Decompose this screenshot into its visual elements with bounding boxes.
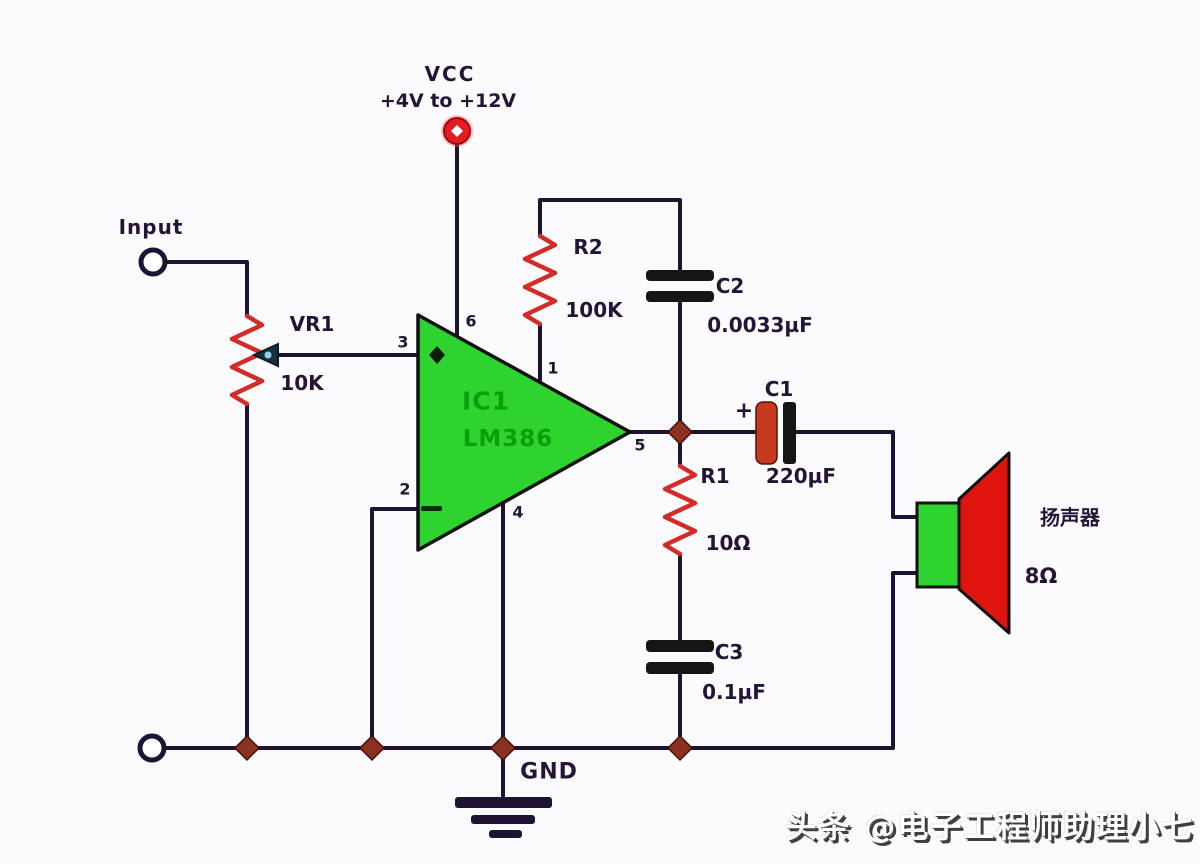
c3-bottom-plate <box>646 662 714 674</box>
pin4-label: 4 <box>512 502 524 522</box>
ground-bar-3 <box>489 830 522 838</box>
wire-pin2-to-ground-rail <box>370 507 420 750</box>
vr1-value-label: 10K <box>280 371 324 395</box>
wire-c1-to-speaker <box>794 430 919 519</box>
vcc-terminal-center <box>451 125 463 137</box>
pin3-label: 3 <box>397 332 409 352</box>
c3-value-label: 0.1µF <box>702 680 766 704</box>
ic-part-label: LM386 <box>462 426 554 452</box>
c2-bottom-plate <box>646 291 714 302</box>
vr1-resistor-zigzag <box>229 313 265 407</box>
speaker-cone <box>957 451 1011 635</box>
inverting-minus-marker-icon <box>421 506 442 511</box>
speaker-name-label: 扬声器 <box>1040 505 1100 530</box>
input-return-terminal-icon <box>137 733 167 763</box>
speaker-icon <box>915 451 1011 635</box>
gnd-label: GND <box>520 759 578 785</box>
c1-ref-label: C1 <box>764 377 794 401</box>
r1-ref-label: R1 <box>700 464 730 488</box>
watermark-text: 头条 @电子工程师助理小七 <box>785 809 1195 846</box>
c3-ref-label: C3 <box>714 640 744 664</box>
ic-body <box>416 313 632 552</box>
r2-resistor-zigzag <box>522 233 558 327</box>
c1-negative-plate <box>783 402 796 464</box>
ic-ref-label: IC1 <box>461 386 511 416</box>
wiper-arrow-dot <box>264 351 272 359</box>
junction-c3-bottom <box>666 734 694 762</box>
wire-ground-rail-to-speaker <box>163 571 919 750</box>
ground-bar-1 <box>455 797 552 808</box>
pin2-label: 2 <box>399 479 411 499</box>
vr1-wiper-icon <box>251 342 279 368</box>
resistor-group <box>229 233 698 557</box>
noninverting-plus-marker-icon <box>429 346 445 364</box>
junction-pin2-bottom <box>358 734 386 762</box>
r1-resistor-zigzag <box>662 463 698 557</box>
ground-symbol-icon <box>455 797 552 838</box>
vr1-ref-label: VR1 <box>289 312 335 336</box>
junction-group <box>233 418 694 762</box>
pin1-label: 1 <box>547 358 559 378</box>
wire-top-rail-r2-c2 <box>538 198 682 272</box>
pin6-label: 6 <box>465 311 477 331</box>
c1-value-label: 220µF <box>765 464 837 488</box>
wire-input-to-vr1 <box>164 260 249 318</box>
ground-bar-2 <box>471 815 535 824</box>
pin5-label: 5 <box>634 435 646 455</box>
vcc-range-label: +4V to +12V <box>379 90 517 112</box>
opamp-triangle-icon <box>416 313 632 552</box>
junction-output-node <box>666 418 694 446</box>
c2-top-plate <box>646 270 714 281</box>
input-terminal-icon <box>138 247 168 277</box>
c1-polarity-label: + <box>734 398 754 424</box>
vcc-label: VCC <box>424 62 476 86</box>
c1-positive-plate <box>755 401 778 465</box>
input-label: Input <box>118 215 184 239</box>
r1-value-label: 10Ω <box>705 531 751 555</box>
capacitor-group <box>646 270 796 674</box>
c2-value-label: 0.0033µF <box>707 313 813 337</box>
speaker-body <box>915 501 963 589</box>
terminal-group <box>137 115 473 763</box>
junction-gnd-node <box>489 734 517 762</box>
junction-vr1-bottom <box>233 734 261 762</box>
speaker-impedance-label: 8Ω <box>1024 564 1058 588</box>
c3-top-plate <box>646 640 714 652</box>
r2-value-label: 100K <box>565 298 623 322</box>
c2-ref-label: C2 <box>715 274 745 298</box>
r2-ref-label: R2 <box>573 235 603 259</box>
